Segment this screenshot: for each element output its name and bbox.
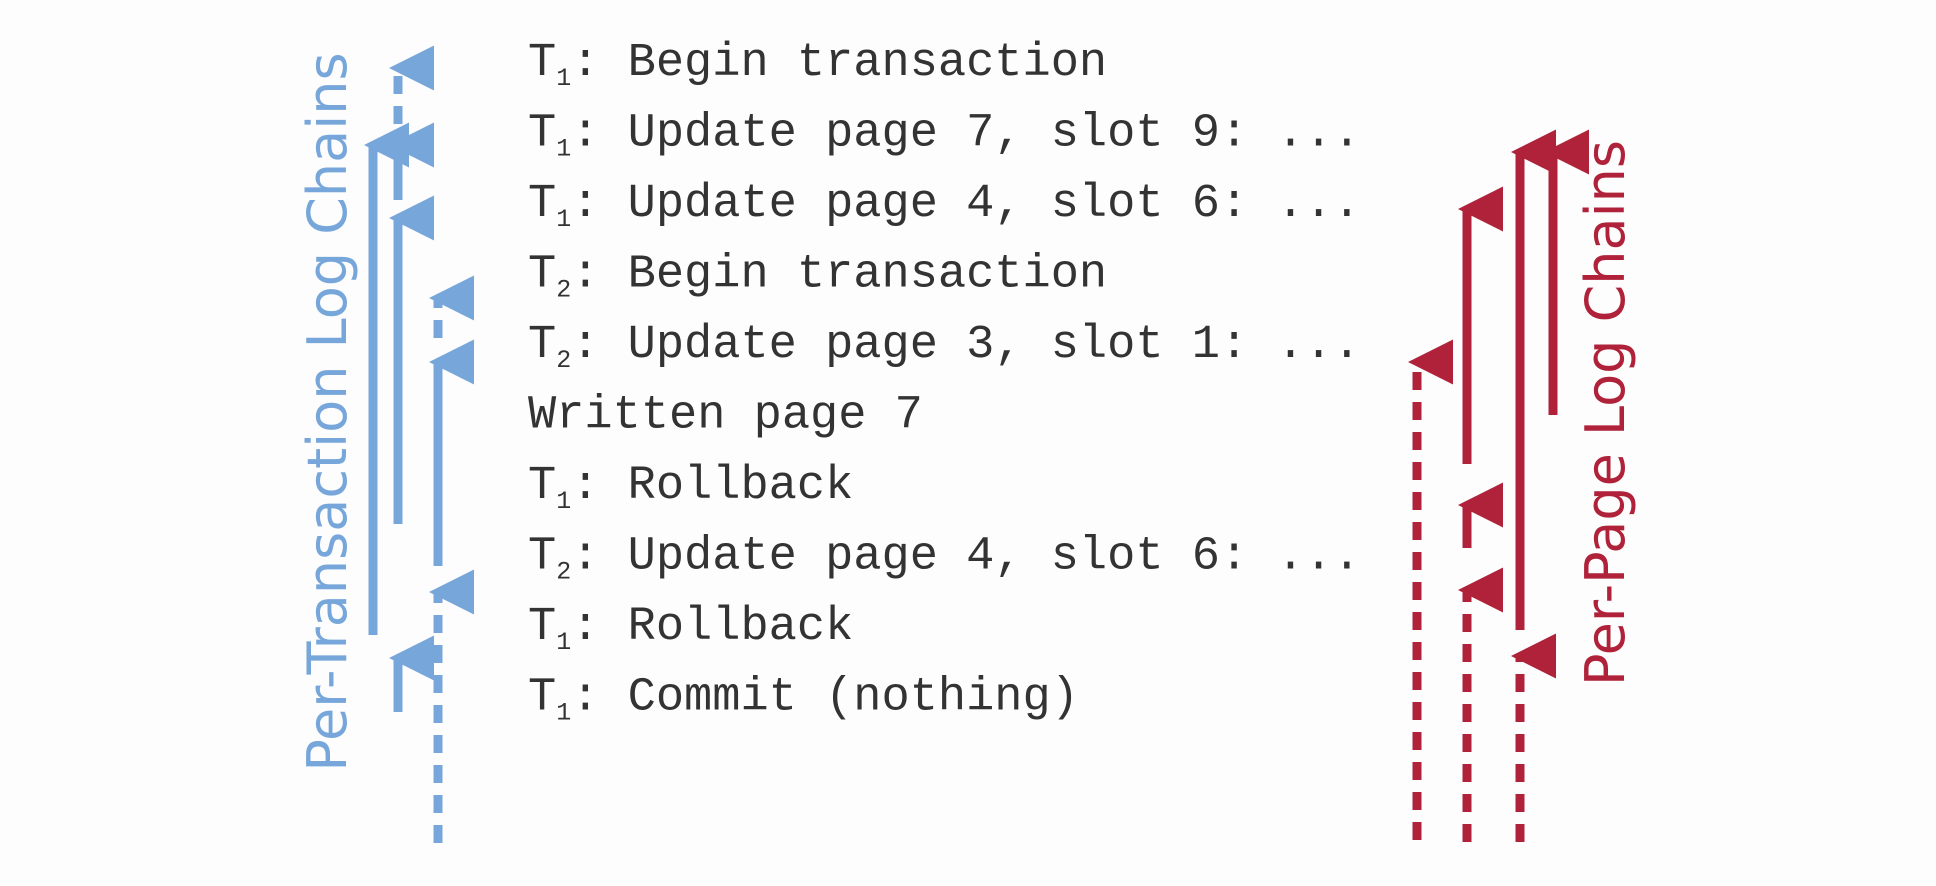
log-entry-transaction: T bbox=[528, 531, 556, 584]
log-entry-transaction-number: 2 bbox=[556, 558, 571, 587]
per-transaction-chains-label: Per-Transaction Log Chains bbox=[296, 52, 359, 771]
log-entry: T1: Commit (nothing) bbox=[528, 672, 1079, 728]
log-entry-text: : Rollback bbox=[571, 460, 853, 513]
log-entry-transaction: T bbox=[528, 178, 556, 231]
log-entry-transaction: T bbox=[528, 37, 556, 90]
log-entry: T1: Rollback bbox=[528, 601, 853, 657]
log-entry-transaction: T bbox=[528, 249, 556, 302]
log-entry-transaction: T bbox=[528, 319, 556, 372]
per-page-chains-label: Per-Page Log Chains bbox=[1574, 140, 1637, 686]
log-entry-transaction-number: 1 bbox=[556, 487, 571, 516]
log-entry-text: : Update page 4, slot 6: ... bbox=[571, 178, 1361, 231]
log-entry-text: : Commit (nothing) bbox=[571, 672, 1079, 725]
log-entry-text: : Update page 4, slot 6: ... bbox=[571, 531, 1361, 584]
log-entry-transaction: T bbox=[528, 672, 556, 725]
per-transaction-log-chains bbox=[364, 45, 474, 843]
log-entry-transaction: T bbox=[528, 108, 556, 161]
log-entry-text: : Begin transaction bbox=[571, 249, 1107, 302]
log-entry-transaction-number: 1 bbox=[556, 699, 571, 728]
log-entry-text: : Update page 7, slot 9: ... bbox=[571, 108, 1361, 161]
log-entry-transaction-number: 2 bbox=[556, 276, 571, 305]
log-entry-text: : Begin transaction bbox=[571, 37, 1107, 90]
log-entry-text: : Rollback bbox=[571, 601, 853, 654]
log-entry-transaction: T bbox=[528, 601, 556, 654]
log-entry: T1: Update page 7, slot 9: ... bbox=[528, 108, 1361, 164]
log-entry: Written page 7 bbox=[528, 390, 923, 443]
log-entry-text: : Update page 3, slot 1: ... bbox=[571, 319, 1361, 372]
log-entry: T1: Rollback bbox=[528, 460, 853, 516]
log-entry-transaction-number: 2 bbox=[556, 346, 571, 375]
log-entry-transaction-number: 1 bbox=[556, 205, 571, 234]
log-entry: T2: Update page 3, slot 1: ... bbox=[528, 319, 1361, 375]
log-entry-transaction: T bbox=[528, 460, 556, 513]
per-page-log-chains bbox=[1408, 129, 1589, 842]
log-entry: T1: Begin transaction bbox=[528, 37, 1107, 93]
log-entry-transaction-number: 1 bbox=[556, 64, 571, 93]
log-entry-transaction-number: 1 bbox=[556, 135, 571, 164]
log-entry-transaction-number: 1 bbox=[556, 628, 571, 657]
log-entry: T2: Begin transaction bbox=[528, 249, 1107, 305]
log-entry: T1: Update page 4, slot 6: ... bbox=[528, 178, 1361, 234]
log-entry: T2: Update page 4, slot 6: ... bbox=[528, 531, 1361, 587]
log-entry-text: Written page 7 bbox=[528, 390, 923, 443]
